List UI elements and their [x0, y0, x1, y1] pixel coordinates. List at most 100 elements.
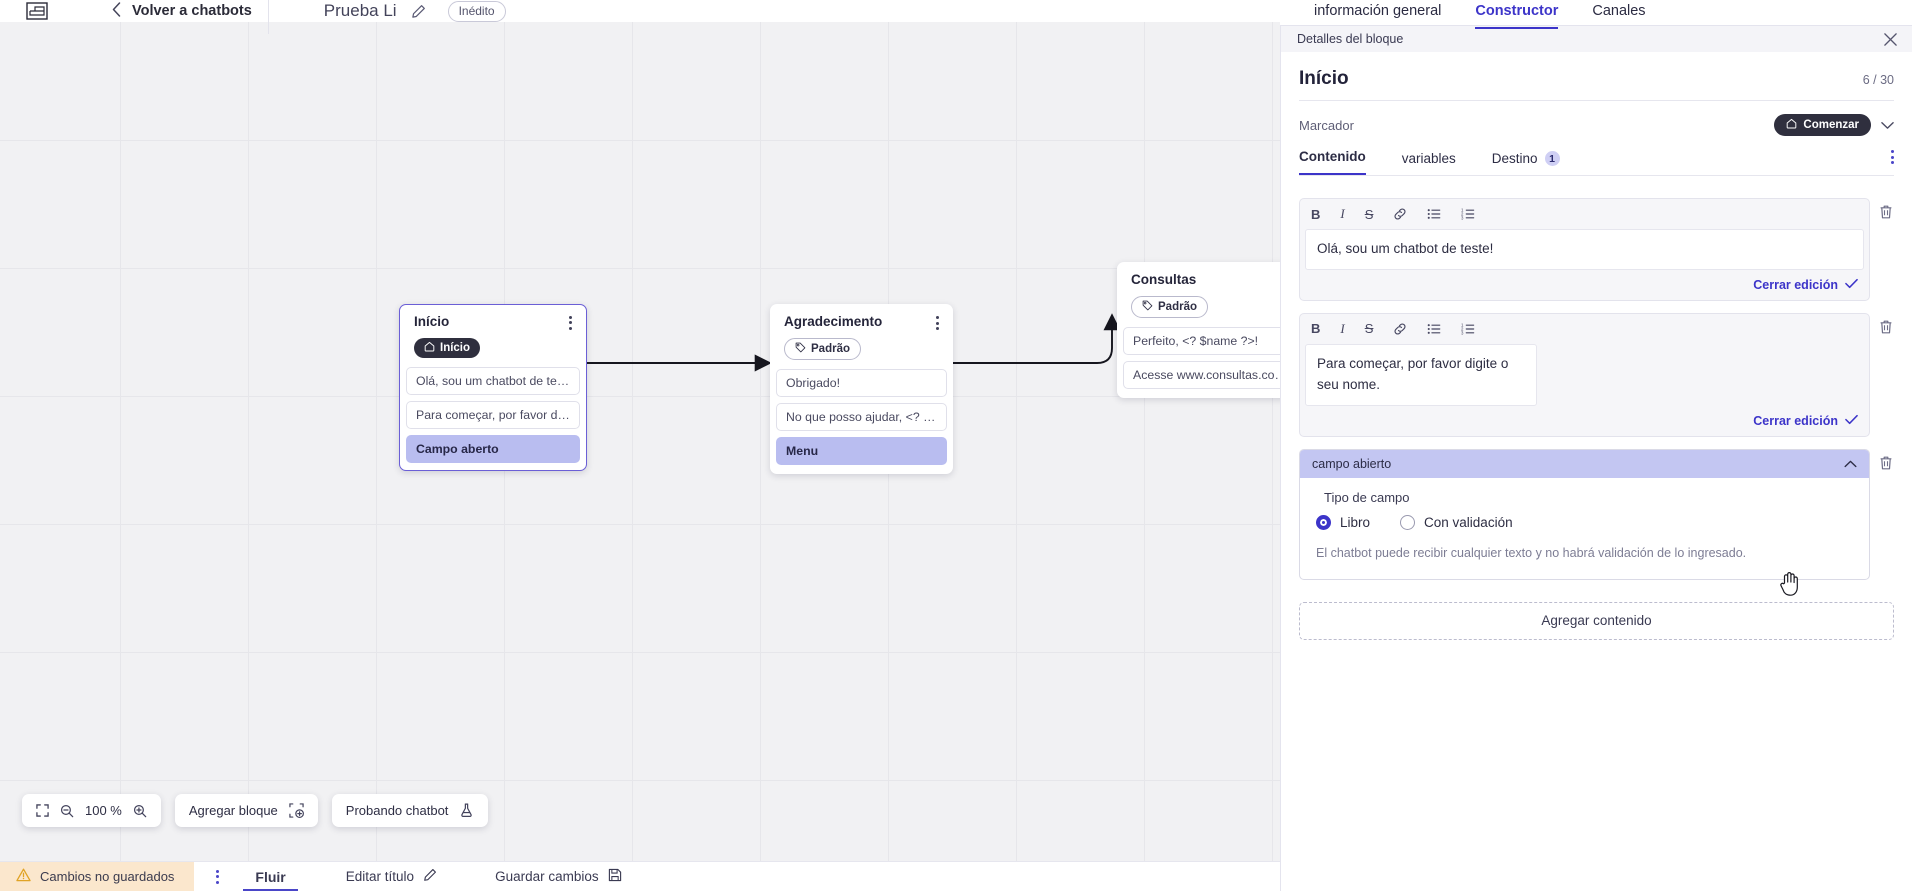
- italic-icon[interactable]: I: [1340, 320, 1345, 336]
- fit-screen-icon[interactable]: [36, 804, 49, 817]
- panel-tab-variables[interactable]: variables: [1402, 151, 1456, 175]
- flow-node-agradecimento[interactable]: Agradecimento Padrão Obrigado! No que po…: [770, 304, 953, 474]
- add-block-button[interactable]: Agregar bloque: [174, 794, 318, 827]
- bullet-list-icon[interactable]: [1427, 322, 1441, 336]
- marker-label: Marcador: [1299, 117, 1354, 133]
- strikethrough-icon[interactable]: S: [1364, 321, 1374, 337]
- strikethrough-icon[interactable]: S: [1364, 206, 1374, 222]
- open-field-label: campo abierto: [1312, 456, 1392, 471]
- node-chip-start: Início: [414, 337, 481, 358]
- bullet-list-icon[interactable]: [1427, 207, 1441, 221]
- radio-libro[interactable]: Libro: [1316, 514, 1371, 530]
- node-item[interactable]: No que posso ajudar, <? $name ...: [776, 403, 947, 431]
- tab-constructor[interactable]: Constructor: [1475, 0, 1559, 29]
- svg-text:1: 1: [1461, 322, 1464, 327]
- node-kebab-menu-icon[interactable]: [569, 314, 572, 330]
- chevron-down-icon[interactable]: [1881, 121, 1894, 130]
- bold-icon[interactable]: B: [1311, 206, 1321, 222]
- open-field-help-text: El chatbot puede recibir cualquier texto…: [1316, 545, 1747, 560]
- richtext-content[interactable]: Olá, sou um chatbot de teste!: [1305, 229, 1864, 270]
- panel-title: Detalles del bloque: [1297, 32, 1404, 46]
- content-block-open-field: campo abierto Tipo de campo Libro: [1299, 448, 1894, 580]
- pencil-icon: [423, 868, 437, 885]
- node-chip-label: Início: [440, 341, 471, 354]
- panel-tab-label: Contenido: [1299, 149, 1366, 164]
- svg-text:2: 2: [1461, 211, 1464, 216]
- node-item[interactable]: Obrigado!: [776, 369, 947, 397]
- trash-icon[interactable]: [1878, 198, 1894, 220]
- check-icon: [1845, 414, 1858, 428]
- chevron-up-icon[interactable]: [1844, 457, 1857, 471]
- home-icon: [1786, 118, 1797, 132]
- node-kebab-menu-icon[interactable]: [936, 314, 939, 330]
- zoom-in-icon[interactable]: [133, 804, 147, 818]
- app-logo-icon[interactable]: [22, 0, 52, 22]
- zoom-out-icon[interactable]: [60, 804, 74, 818]
- chevron-left-icon[interactable]: [112, 2, 121, 20]
- bold-icon[interactable]: B: [1311, 321, 1321, 337]
- marker-chip-comenzar[interactable]: Comenzar: [1774, 114, 1871, 136]
- richtext-content[interactable]: Para começar, por favor digite o seu nom…: [1305, 343, 1537, 406]
- back-to-chatbots-link[interactable]: Volver a chatbots: [132, 3, 252, 19]
- node-item[interactable]: Olá, sou um chatbot de teste!: [406, 366, 580, 395]
- node-title: Início: [414, 313, 450, 329]
- node-chip-default: Padrão: [784, 338, 861, 360]
- node-item[interactable]: Perfeito, <? $name ?>!: [1123, 327, 1303, 355]
- flow-node-consultas[interactable]: Consultas Padrão Perfeito, <? $name ?>! …: [1117, 262, 1309, 398]
- node-item[interactable]: Para começar, por favor digite o ...: [406, 400, 580, 429]
- panel-tab-label: variables: [1401, 151, 1456, 166]
- close-icon[interactable]: [1883, 32, 1898, 47]
- zoom-level-label: 100 %: [85, 803, 122, 818]
- trash-icon[interactable]: [1878, 449, 1894, 471]
- radio-con-validacion[interactable]: Con validación: [1400, 514, 1513, 530]
- save-changes-button[interactable]: Guardar cambios: [495, 862, 622, 891]
- statusbar-tab-fluir[interactable]: Fluir: [243, 862, 299, 891]
- save-disk-icon: [608, 868, 622, 885]
- unsaved-changes-label: Cambios no guardados: [40, 869, 175, 884]
- node-item[interactable]: Acesse www.consultas.com par...: [1123, 361, 1303, 389]
- node-title: Agradecimento: [784, 314, 883, 329]
- top-tab-bar: información general Constructor Canales: [1280, 0, 1912, 29]
- trash-icon[interactable]: [1878, 313, 1894, 335]
- field-type-label: Tipo de campo: [1324, 489, 1410, 505]
- marker-row: Marcador Comenzar: [1299, 101, 1894, 149]
- pencil-icon[interactable]: [411, 4, 426, 19]
- warning-triangle-icon: [16, 868, 31, 885]
- link-icon[interactable]: [1393, 322, 1407, 336]
- close-edit-label: Cerrar edición: [1753, 413, 1838, 428]
- italic-icon[interactable]: I: [1340, 206, 1345, 221]
- add-block-label: Agregar bloque: [188, 803, 278, 818]
- edit-title-button[interactable]: Editar título: [346, 862, 437, 891]
- panel-tab-destino[interactable]: Destino 1: [1492, 151, 1560, 175]
- statusbar-kebab-menu-icon[interactable]: [216, 869, 220, 884]
- flow-node-inicio[interactable]: Início Início Olá, sou um chatbot de tes…: [399, 304, 587, 471]
- panel-kebab-menu-icon[interactable]: [1891, 150, 1894, 175]
- block-title-row: Início 6 / 30: [1299, 52, 1894, 100]
- marker-chip-label: Comenzar: [1803, 119, 1859, 131]
- test-chatbot-button[interactable]: Probando chatbot: [331, 794, 489, 827]
- close-edit-button[interactable]: Cerrar edición: [1305, 270, 1864, 295]
- add-content-button[interactable]: Agregar contenido: [1299, 601, 1894, 640]
- panel-tab-bar: Contenido variables Destino 1: [1299, 149, 1894, 176]
- panel-tab-contenido[interactable]: Contenido: [1299, 149, 1366, 175]
- radio-label: Libro: [1340, 514, 1371, 530]
- zoom-controls: 100 %: [22, 794, 161, 827]
- tab-informacion-general[interactable]: información general: [1314, 3, 1442, 19]
- home-icon: [424, 341, 435, 355]
- open-field-header[interactable]: campo abierto: [1300, 449, 1869, 478]
- panel-title-bar: Detalles del bloque: [1281, 26, 1912, 52]
- tab-canales[interactable]: Canales: [1592, 3, 1646, 19]
- node-item[interactable]: Campo aberto: [406, 434, 580, 463]
- node-header: Início: [400, 314, 586, 330]
- link-icon[interactable]: [1393, 207, 1407, 221]
- close-edit-button[interactable]: Cerrar edición: [1305, 406, 1864, 431]
- node-header: Agradecimento: [770, 314, 953, 330]
- node-item[interactable]: Menu: [776, 437, 947, 465]
